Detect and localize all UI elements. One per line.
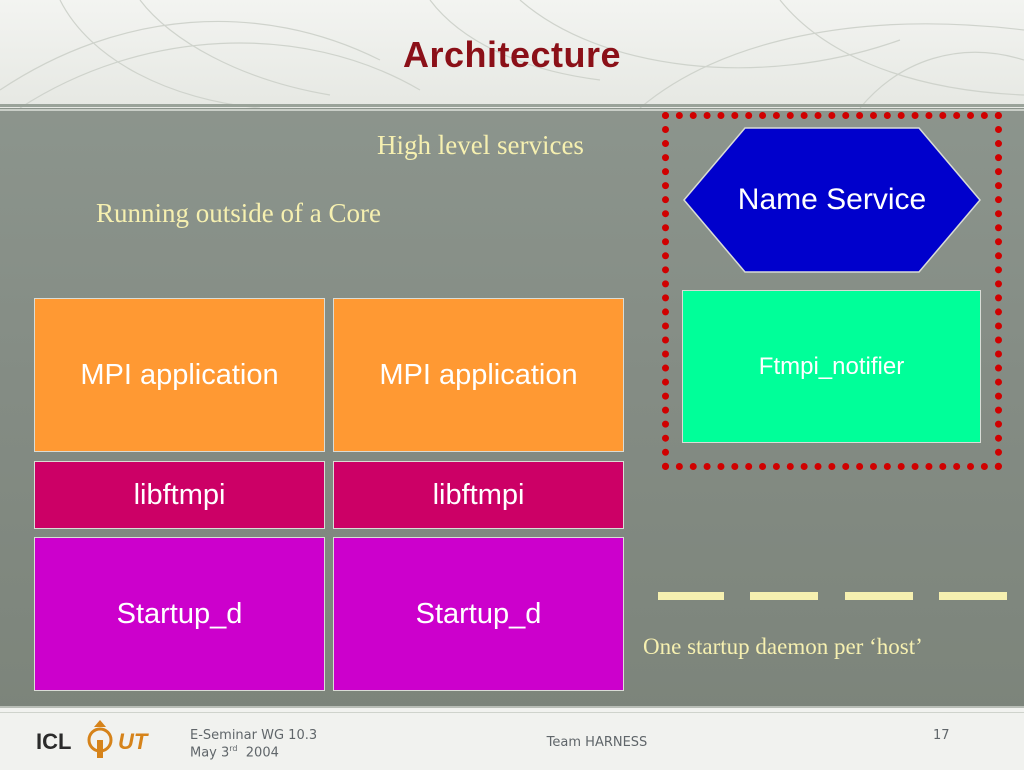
footer-date: May 3rd 2004 — [190, 744, 279, 761]
icl-logo-text: ICL — [36, 729, 71, 754]
startup-d-box-2: Startup_d — [333, 537, 624, 691]
host-dash — [658, 592, 724, 600]
host-dash — [750, 592, 818, 600]
footer-seminar: E-Seminar WG 10.3 — [190, 728, 318, 743]
title-band: Architecture — [0, 0, 1024, 108]
background-swirl-decoration — [0, 0, 1024, 108]
slide-title: Architecture — [402, 34, 622, 75]
title-rule — [0, 104, 1024, 107]
name-service-label: Name Service — [737, 183, 927, 216]
host-dash — [845, 592, 913, 600]
startup-d-label: Startup_d — [415, 597, 542, 630]
libftmpi-label: libftmpi — [133, 478, 226, 511]
mpi-application-box-1: MPI application — [34, 298, 325, 452]
name-service-label-wrap: Name Service — [683, 127, 981, 273]
title-rule-secondary — [0, 109, 1024, 111]
host-dash — [939, 592, 1007, 600]
ftmpi-notifier-box: Ftmpi_notifier — [682, 290, 981, 443]
libftmpi-label: libftmpi — [432, 478, 525, 511]
footer-band — [0, 706, 1024, 770]
startup-d-box-1: Startup_d — [34, 537, 325, 691]
mpi-application-label: MPI application — [379, 358, 578, 391]
libftmpi-box-1: libftmpi — [34, 461, 325, 529]
running-outside-label: Running outside of a Core — [96, 198, 381, 228]
page-number: 17 — [933, 728, 950, 743]
startup-d-label: Startup_d — [116, 597, 243, 630]
high-level-services-label: High level services — [377, 130, 584, 160]
mpi-application-label: MPI application — [80, 358, 279, 391]
footer-rule — [0, 712, 1024, 713]
libftmpi-box-2: libftmpi — [333, 461, 624, 529]
footer-team: Team HARNESS — [546, 735, 648, 750]
icl-ut-logo: ICL UT — [36, 720, 149, 758]
name-service-hexagon — [683, 127, 981, 273]
high-level-services-frame — [662, 112, 1002, 470]
ftmpi-notifier-label: Ftmpi_notifier — [758, 352, 905, 380]
ut-logo-text: UT — [118, 729, 149, 754]
daemon-per-host-note: One startup daemon per ‘host’ — [643, 634, 923, 659]
host-dashes — [658, 592, 1007, 600]
mpi-application-box-2: MPI application — [333, 298, 624, 452]
